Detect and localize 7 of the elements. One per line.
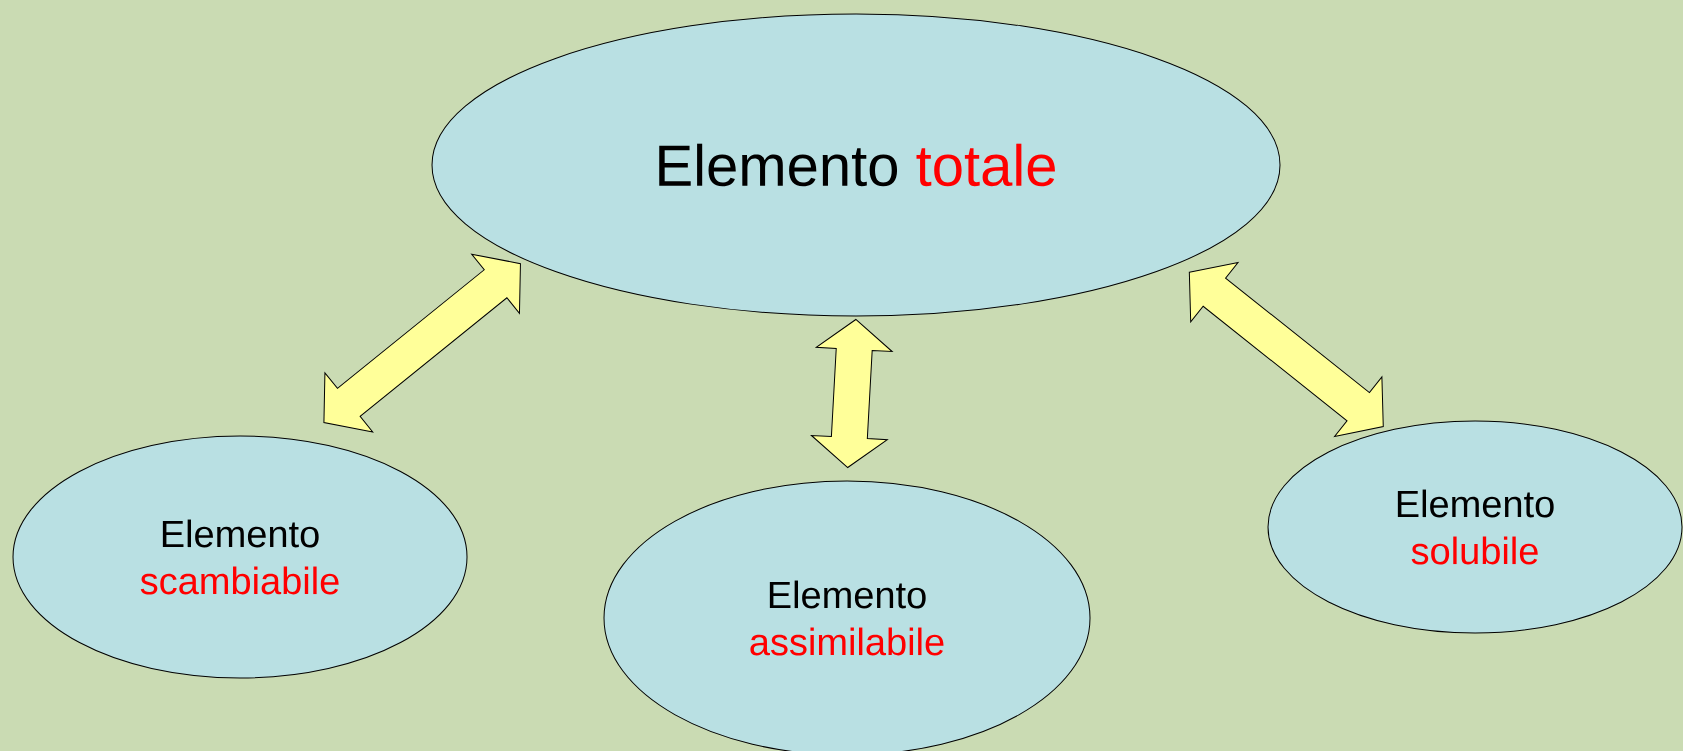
double-arrow [1188,261,1384,437]
ellipse-node: Elemento totale [431,13,1281,317]
ellipse-node: Elemento solubile [1267,420,1683,634]
ellipse-node: Elemento scambiabile [12,435,468,679]
ellipse-node: Elemento assimilabile [603,480,1091,751]
double-arrow [323,253,521,433]
double-arrow [810,319,893,468]
